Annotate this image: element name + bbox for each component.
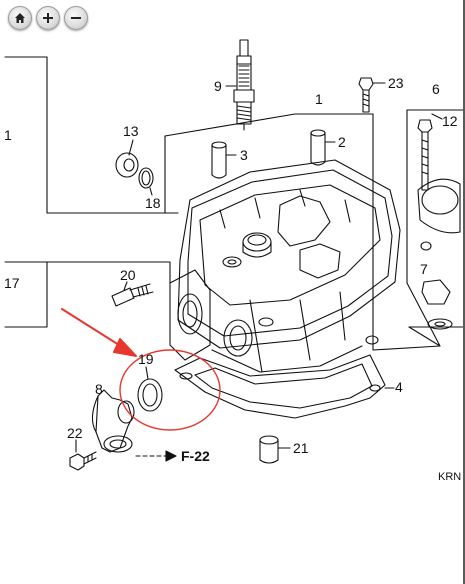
callout-6: 6	[432, 81, 440, 97]
callout-13: 13	[123, 123, 139, 139]
frame-lines	[4, 56, 463, 351]
callout-23: 23	[388, 75, 404, 91]
callout-22: 22	[67, 425, 83, 441]
leader-lines	[372, 282, 441, 351]
callout-9: 9	[214, 78, 222, 94]
callout-17: 17	[4, 275, 20, 291]
viewer-toolbar	[8, 6, 88, 30]
callout-18: 18	[145, 195, 161, 211]
home-icon	[15, 13, 25, 23]
dowel-pin-2	[310, 129, 336, 166]
cylinder-head	[169, 159, 401, 373]
zoom-in-button[interactable]	[36, 6, 60, 30]
seal-13	[115, 139, 139, 178]
zoom-in-icon	[43, 13, 53, 23]
o-ring-18	[138, 167, 154, 196]
callout-1: 1	[315, 91, 323, 107]
callout-1-left: 1	[4, 127, 12, 143]
tensioner-parts	[417, 113, 461, 330]
gasket-4	[174, 354, 395, 419]
annotation	[61, 308, 221, 431]
bolt-22	[69, 439, 97, 471]
callout-4: 4	[395, 379, 403, 395]
viewer-edge	[463, 0, 465, 584]
zoom-out-icon	[71, 17, 81, 19]
dowel-pin-3	[211, 141, 237, 179]
callout-12: 12	[442, 113, 458, 129]
callout-20: 20	[120, 267, 136, 283]
callout-7: 7	[420, 261, 428, 277]
bolt-23	[358, 77, 386, 113]
pipe-8	[91, 389, 135, 453]
diagram-code-label: KRN	[438, 471, 461, 483]
callout-3: 3	[240, 147, 248, 163]
zoom-out-button[interactable]	[64, 6, 88, 30]
callout-21: 21	[293, 440, 309, 456]
dowel-21	[259, 435, 291, 464]
o-ring-19	[137, 366, 163, 412]
callout-2: 2	[338, 134, 346, 150]
direction-arrow	[135, 450, 177, 462]
callout-8: 8	[95, 381, 103, 397]
home-button[interactable]	[8, 6, 32, 30]
spark-plug	[233, 39, 255, 131]
bolt-20	[111, 281, 154, 307]
callout-19: 19	[138, 351, 154, 367]
direction-label: F-22	[181, 448, 210, 464]
